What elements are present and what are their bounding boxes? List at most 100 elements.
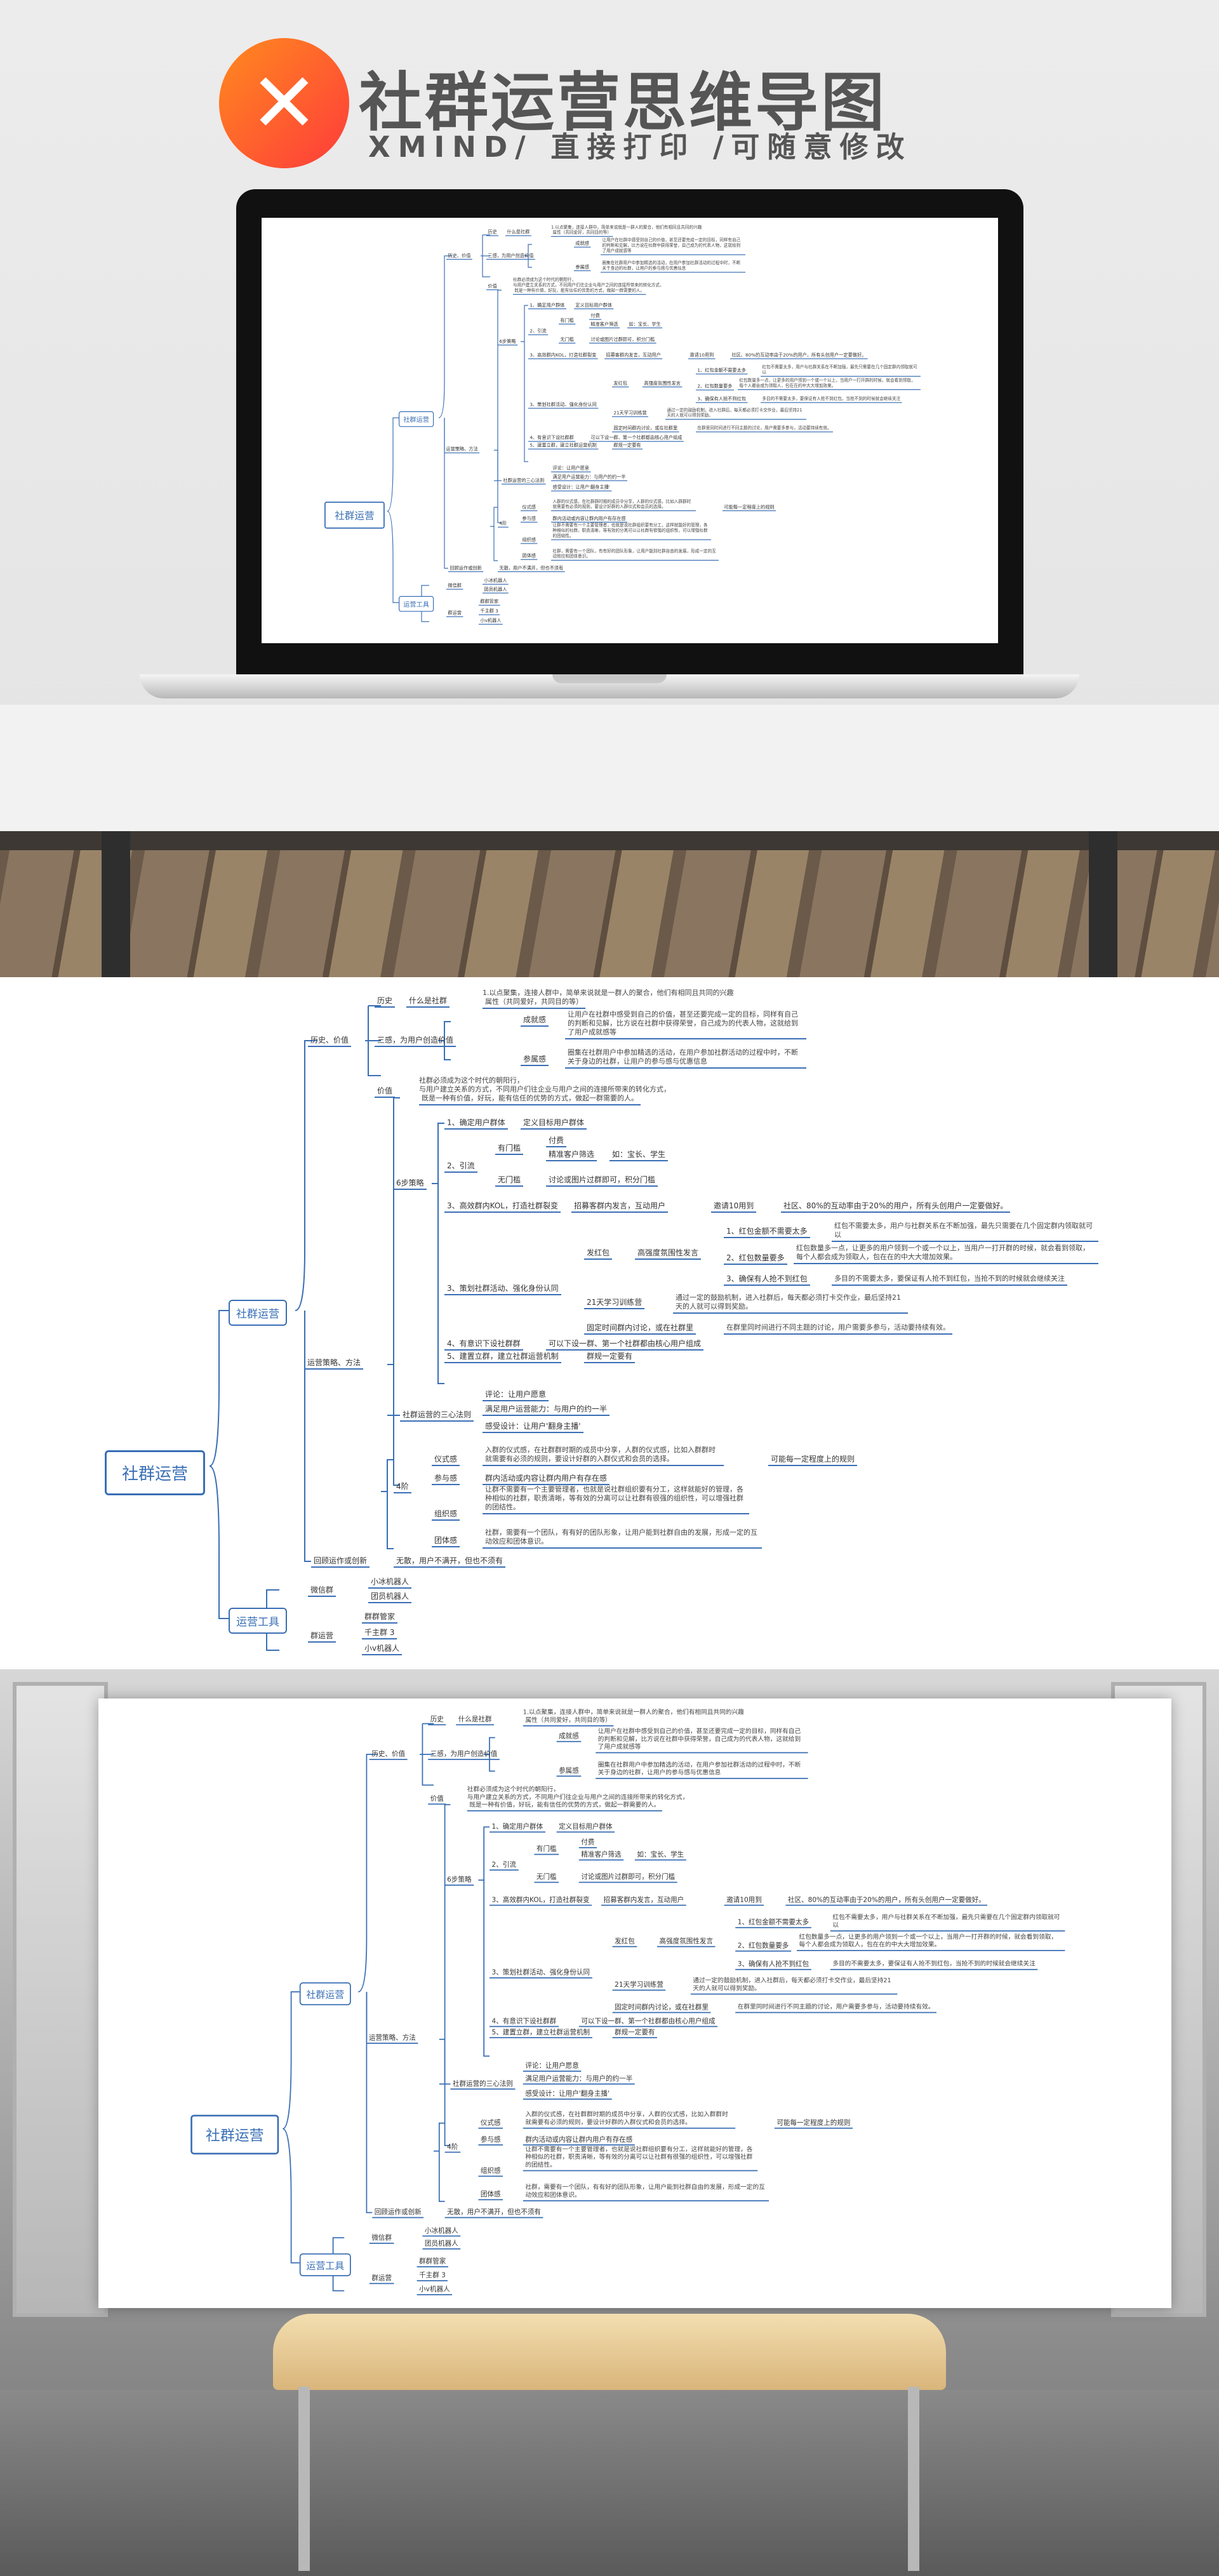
node-step4-c2: 2、红包数量要多 (735, 1942, 791, 1952)
node-6steps: 6步策略 (444, 1876, 474, 1886)
node-step2-a[interactable]: 有门槛 (495, 1144, 524, 1155)
node-step1: 1、确定用户群体 (528, 302, 566, 309)
node-step3-a: 招募客群内发言，互动用户 (571, 1201, 669, 1213)
node-history-what[interactable]: 历史 (375, 996, 396, 1008)
desk-leg-left (298, 2387, 310, 2571)
node-tools-ops[interactable]: 群运营 (308, 1631, 336, 1643)
node-hot-a[interactable]: 仪式感 (432, 1455, 460, 1466)
node-step4-a[interactable]: 发红包 (584, 1248, 613, 1260)
node-core[interactable]: 社群运营的三心法则 (400, 1410, 474, 1422)
node-step4-e[interactable]: 固定时间群内讨论，或在社群里 (584, 1323, 696, 1335)
mindmap-root[interactable]: 社群运营 (105, 1450, 206, 1495)
node-hot: 4阶 (498, 521, 509, 528)
node-tools-ops-a: 群群管家 (362, 1612, 398, 1624)
node-history-what-sub: 什么是社群 (456, 1715, 495, 1726)
laptop: 社群运营 社群运营 运营工具 历史、价值 历史 什么是社群 1.以点聚集，连接人… (236, 189, 1023, 678)
node-hot-b[interactable]: 参与感 (432, 1474, 460, 1485)
node-step4-c2: 2、红包数量要多 (696, 384, 734, 390)
node-step2-a1: 付费 (546, 1136, 567, 1147)
node-step3: 3、高效群内KOL，打造社群裂变 (490, 1896, 592, 1906)
node-rules-a: 无散，用户不满开，但也不须有 (498, 565, 565, 572)
node-trinity[interactable]: 三感，为用户创造价值 (375, 1036, 456, 1047)
node-history-text2: 属性（共同爱好，共同目的等） (483, 998, 585, 1009)
node-tools-ops: 群运营 (446, 610, 463, 617)
node-step2-a: 有门槛 (559, 317, 576, 324)
node-tools-ops: 群运营 (369, 2274, 394, 2285)
node-history[interactable]: 历史、价值 (308, 1036, 352, 1047)
table-surface (0, 705, 1219, 832)
node-tools-collect[interactable]: 微信群 (308, 1585, 336, 1597)
node-step2-b1: 讨论或图片过群即可，积分门槛 (546, 1175, 658, 1187)
node-step3[interactable]: 3、高效群内KOL，打造社群裂变 (444, 1201, 561, 1213)
node-hot-d[interactable]: 团体感 (432, 1536, 460, 1547)
node-step3-b: 邀请10用到 (724, 1896, 764, 1906)
node-step4-e: 固定时间群内讨论，或在社群里 (612, 2003, 711, 2013)
node-history-what-sub[interactable]: 什么是社群 (406, 996, 450, 1008)
branch-ops: 社群运营 (299, 1982, 351, 2006)
node-step2: 2、引流 (528, 328, 548, 335)
node-step2-a3: 如：宝长、学生 (634, 1850, 686, 1861)
xmind-logo: ✕ (219, 38, 349, 168)
node-step4-c2t: 红包数量多一点，让更多的用户领到一个或一个以上，当用户一打开群的时候，就会看到领… (797, 1933, 1065, 1951)
node-sense1[interactable]: 成就感 (521, 1015, 549, 1027)
node-strategy[interactable]: 运营策略、方法 (305, 1358, 364, 1370)
node-sense2[interactable]: 参属感 (521, 1055, 549, 1066)
node-rules: 回顾运作或创新 (372, 2208, 424, 2219)
node-core-b: 满足用户运营能力：与用户的约一半 (483, 1405, 610, 1416)
laptop-notch (552, 674, 667, 683)
node-core-c: 感受设计：让用户'翻身主播' (551, 484, 612, 491)
node-step4-b: 高强度氛围性发言 (635, 1248, 702, 1260)
node-strategy: 运营策略、方法 (444, 446, 480, 453)
node-core-a: 评论：让用户愿意 (551, 465, 591, 472)
node-step1[interactable]: 1、确定用户群体 (444, 1118, 508, 1130)
node-step4-d: 21天学习训练营 (612, 1980, 666, 1991)
node-hot-a1: 入群的仪式感，在社群群时期的成员中分享，人群的仪式感，比如入群群时就需要有必须的… (523, 2111, 736, 2129)
node-value-text3: 既是一种有价值，好玩，能有信任的优势的方式，做起一群需要的人。 (513, 288, 646, 295)
node-hot-b1: 群内活动或内容让群内用户有存在感 (483, 1474, 610, 1485)
node-sense1-text: 让用户在社群中感受到自己的价值，甚至还要完成一定的目标，同样有自己的判断和见解，… (601, 237, 745, 255)
pillar-left (102, 831, 130, 977)
node-rules[interactable]: 回顾运作或创新 (311, 1556, 370, 1568)
mindmap-root: 社群运营 (190, 2114, 279, 2155)
node-core-a: 评论：让用户愿意 (523, 2062, 582, 2072)
branch-ops[interactable]: 社群运营 (229, 1300, 287, 1326)
branch-tools: 运营工具 (299, 2253, 351, 2276)
node-step2-b: 无门槛 (559, 337, 576, 344)
node-6steps[interactable]: 6步策略 (394, 1178, 427, 1190)
node-hot[interactable]: 4阶 (394, 1482, 411, 1493)
node-step3-c: 社区、80%的互动率由于20%的用户，所有头创用户一定要做好。 (781, 1201, 1011, 1213)
node-core: 社群运营的三心法则 (502, 477, 546, 484)
mindmap-full-section: 社群运营 社群运营 运营工具 历史、价值 历史 什么是社群 1.以点聚集，连接人… (0, 977, 1219, 1669)
node-step6-a: 群规一定要有 (584, 1352, 636, 1363)
node-step5-a: 可以下设一群、第一个社群都由核心用户组成 (589, 435, 684, 442)
node-tools-collect-a: 小冰机器人 (483, 578, 509, 585)
node-hot-b: 参与感 (521, 516, 538, 523)
node-step2-a1: 付费 (578, 1838, 597, 1848)
node-step4-d[interactable]: 21天学习训练营 (584, 1298, 645, 1309)
node-step2[interactable]: 2、引流 (444, 1161, 477, 1173)
node-step4: 3、策划社群活动、强化身份认同 (528, 402, 599, 409)
node-step5[interactable]: 4、有意识下设社群群 (444, 1339, 523, 1351)
laptop-mockup-section: ✕ 社群运营思维导图 XMIND/ 直接打印 /可随意修改 (0, 0, 1219, 832)
node-step2-b1: 讨论或图片过群即可，积分门槛 (589, 337, 656, 344)
node-tools-collect-a: 小冰机器人 (422, 2227, 461, 2237)
node-value[interactable]: 价值 (375, 1086, 396, 1098)
mindmap-links (209, 1005, 451, 1651)
node-step2-b[interactable]: 无门槛 (495, 1175, 524, 1187)
node-step2: 2、引流 (490, 1860, 519, 1871)
node-tools-ops-c: 小v机器人 (479, 618, 503, 625)
node-hot-a: 仪式感 (521, 504, 538, 511)
node-trinity: 三感，为用户创造价值 (486, 253, 535, 260)
node-step4[interactable]: 3、策划社群活动、强化身份认同 (444, 1284, 561, 1295)
node-hot-a1: 入群的仪式感，在社群群时期的成员中分享，人群的仪式感，比如入群群时就需要有必须的… (483, 1446, 724, 1466)
node-step1: 1、确定用户群体 (490, 1822, 545, 1833)
node-value-text2: 与用户建立关系的方式，不同用户们往企业与用户之间的连接所带来的转化方式， (467, 1793, 689, 1801)
node-sense2-text: 圈集在社群用户中参加精选的活动，在用户参加社群活动的过程中时，不断关于身边的社群… (565, 1048, 806, 1069)
node-step6: 5、建置立群，建立社群运营机制 (490, 2028, 592, 2039)
node-value-text2: 与用户建立关系的方式，不同用户们往企业与用户之间的连接所带来的转化方式， (419, 1085, 670, 1093)
node-hot-c: 组织感 (521, 537, 538, 544)
node-step6[interactable]: 5、建置立群，建立社群运营机制 (444, 1352, 561, 1363)
node-hot-c[interactable]: 组织感 (432, 1509, 460, 1521)
branch-tools[interactable]: 运营工具 (229, 1608, 287, 1634)
node-step4-c3: 3、确保有人抢不到红包 (696, 396, 748, 403)
